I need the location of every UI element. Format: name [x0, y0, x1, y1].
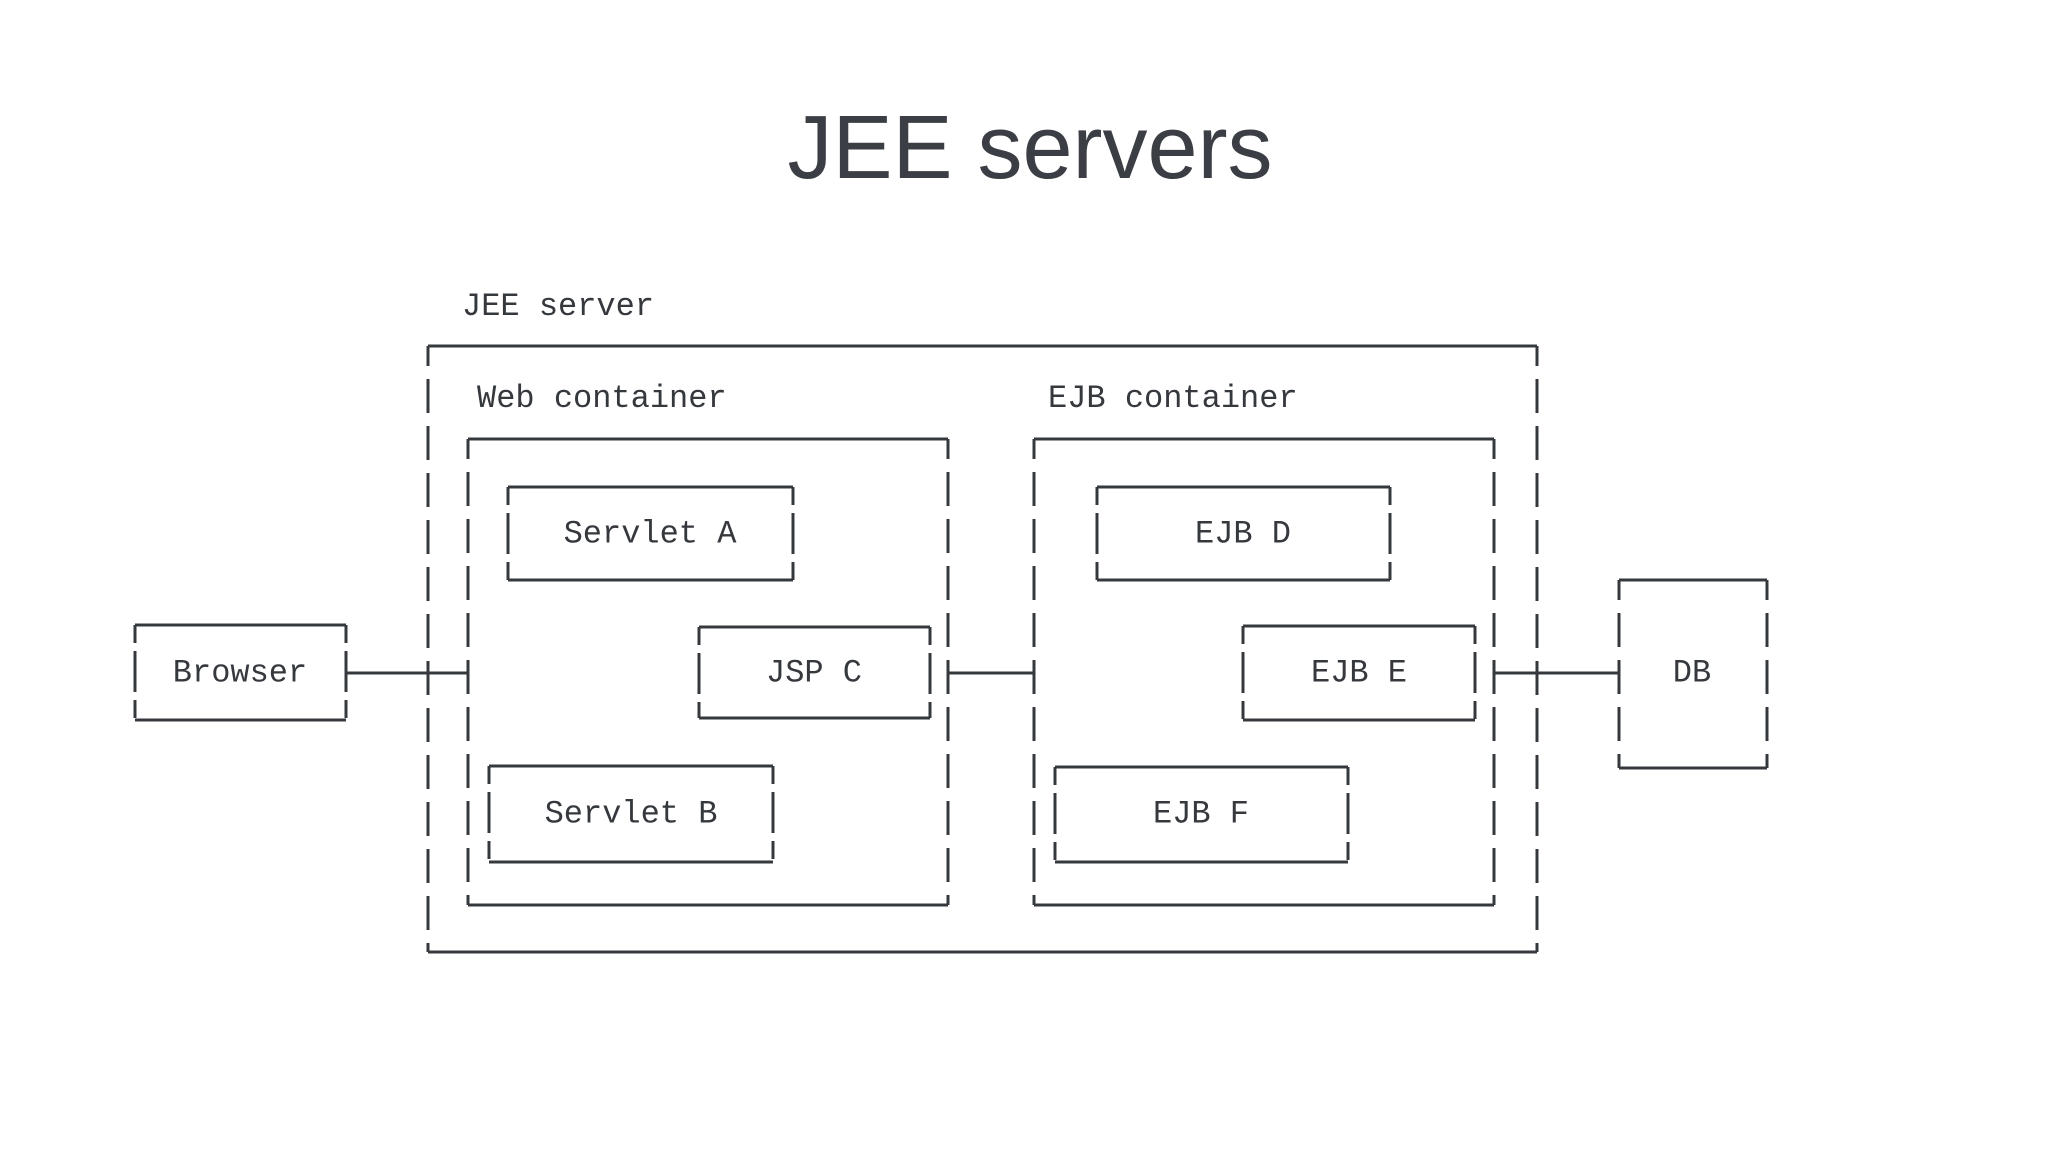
node-servlet-b: Servlet B	[487, 764, 775, 864]
jee-server-box: JEE server	[426, 288, 1539, 954]
page-title: JEE servers	[787, 98, 1272, 198]
jee-server-label: JEE server	[462, 288, 654, 325]
ejb-f-label: EJB F	[1153, 796, 1249, 833]
ejb-d-label: EJB D	[1195, 516, 1291, 553]
browser-label: Browser	[173, 655, 307, 692]
web-container-box: Web container	[466, 380, 950, 907]
servlet-b-label: Servlet B	[545, 796, 718, 833]
node-browser: Browser	[133, 623, 348, 722]
ejb-container-box: EJB container	[1032, 380, 1496, 907]
node-ejb-d: EJB D	[1095, 485, 1392, 582]
node-ejb-e: EJB E	[1241, 624, 1477, 722]
ejb-e-label: EJB E	[1311, 655, 1407, 692]
db-label: DB	[1673, 655, 1711, 692]
node-servlet-a: Servlet A	[506, 485, 795, 582]
jsp-c-label: JSP C	[766, 655, 862, 692]
ejb-container-label: EJB container	[1048, 380, 1298, 417]
node-jsp-c: JSP C	[697, 625, 932, 720]
web-container-label: Web container	[477, 380, 727, 417]
node-db: DB	[1617, 578, 1769, 770]
node-ejb-f: EJB F	[1053, 765, 1350, 864]
servlet-a-label: Servlet A	[564, 516, 738, 553]
